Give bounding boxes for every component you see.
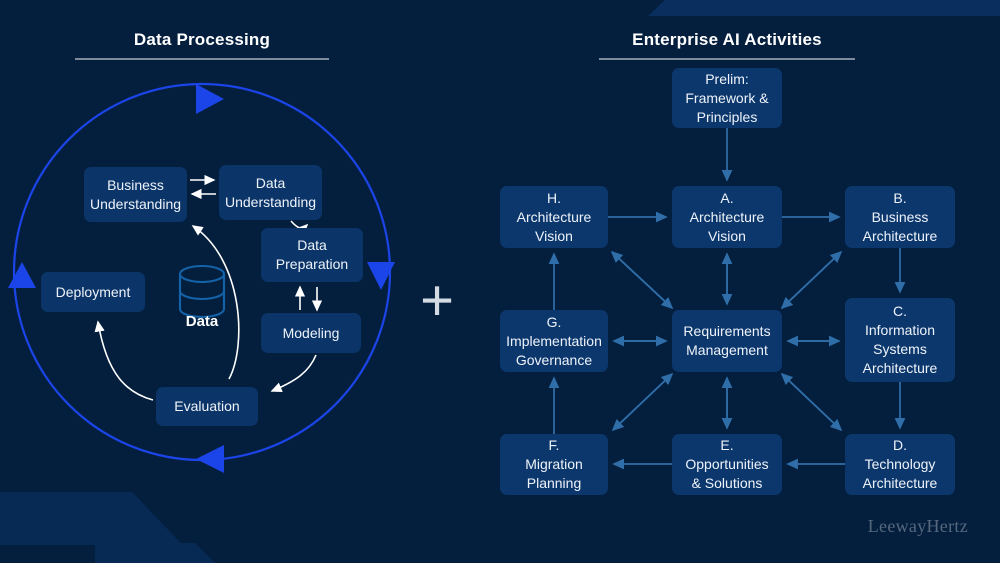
enterprise-connector-arrows bbox=[548, 128, 906, 470]
node-c-information-systems-architecture[interactable]: C. Information Systems Architecture bbox=[845, 298, 955, 382]
node-requirements-management[interactable]: Requirements Management bbox=[672, 310, 782, 372]
node-prelim-framework-principles[interactable]: Prelim: Framework & Principles bbox=[672, 68, 782, 128]
node-a-architecture-vision[interactable]: A. Architecture Vision bbox=[672, 186, 782, 248]
left-panel-title: Data Processing bbox=[133, 30, 271, 49]
node-e-opportunities-solutions[interactable]: E. Opportunities & Solutions bbox=[672, 434, 782, 495]
node-b-business-architecture[interactable]: B. Business Architecture bbox=[845, 186, 955, 248]
cycle-arrow-left bbox=[8, 262, 36, 288]
decorative-bottom-shape-3 bbox=[95, 543, 215, 563]
cycle-arrow-bottom bbox=[196, 445, 224, 473]
decorative-bottom-shape-2 bbox=[0, 545, 110, 563]
node-deployment[interactable]: Deployment bbox=[41, 272, 145, 312]
node-business-understanding[interactable]: Business Understanding bbox=[84, 167, 187, 222]
right-panel-title-rule bbox=[599, 58, 855, 60]
data-center-label: Data bbox=[185, 313, 219, 330]
decorative-top-bar bbox=[648, 0, 1000, 16]
watermark-text: LeewayHertz bbox=[867, 516, 968, 536]
node-data-preparation[interactable]: Data Preparation bbox=[261, 228, 363, 282]
right-panel-title: Enterprise AI Activities bbox=[632, 30, 822, 49]
node-h-architecture-vision[interactable]: H. Architecture Vision bbox=[500, 186, 608, 248]
node-modeling[interactable]: Modeling bbox=[261, 313, 361, 353]
node-evaluation[interactable]: Evaluation bbox=[156, 387, 258, 426]
node-f-migration-planning[interactable]: F. Migration Planning bbox=[500, 434, 608, 495]
node-data-understanding[interactable]: Data Understanding bbox=[219, 165, 322, 220]
plus-separator-icon: + bbox=[420, 268, 454, 333]
cycle-arrow-top bbox=[196, 84, 224, 114]
node-g-implementation-governance[interactable]: G. Implementation Governance bbox=[500, 310, 608, 372]
database-cylinder-icon bbox=[178, 264, 226, 319]
node-d-technology-architecture[interactable]: D. Technology Architecture bbox=[845, 434, 955, 495]
cycle-arrow-right bbox=[367, 262, 395, 290]
left-panel-title-rule bbox=[75, 58, 329, 60]
